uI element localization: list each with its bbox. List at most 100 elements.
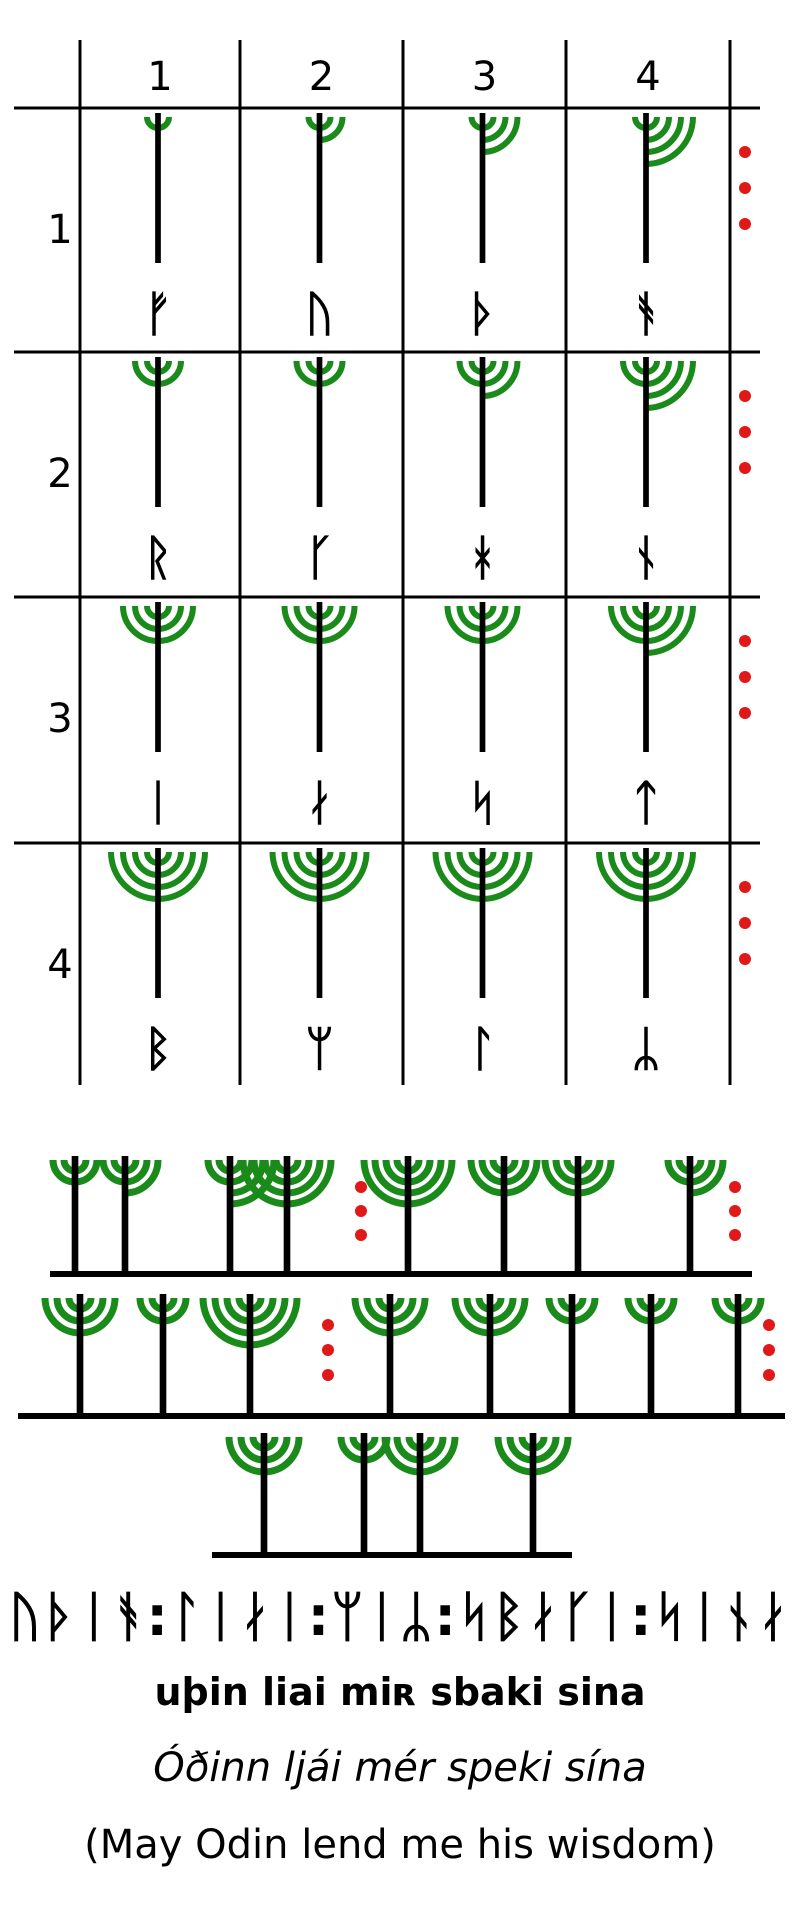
row-header: 2	[47, 451, 72, 497]
tree-sentence-line-1	[53, 1156, 723, 1274]
tree-icon	[111, 848, 205, 998]
rune-glyph: ᚼ	[468, 530, 497, 586]
english-translation-line: (May Odin lend me his wisdom)	[0, 1822, 800, 1868]
red-dot	[739, 635, 751, 647]
tree-icon	[436, 848, 530, 998]
red-dots-icon	[355, 1181, 367, 1241]
tree-sentence-line-2	[45, 1294, 761, 1416]
red-dot	[322, 1319, 334, 1331]
tree-icon	[668, 1156, 723, 1274]
red-dot	[739, 426, 751, 438]
tree-icon	[135, 357, 181, 507]
red-dots-icon	[322, 1319, 334, 1381]
red-dots-icon	[763, 1319, 775, 1381]
tree-icon	[297, 357, 343, 507]
tree-icon	[385, 1433, 455, 1555]
tree-icon	[460, 357, 518, 507]
tree-icon	[635, 113, 693, 263]
rune-glyph: ᚢ	[305, 286, 334, 342]
red-dot	[729, 1205, 741, 1217]
tree-icon	[103, 1156, 158, 1274]
rune-glyph: ᚬ	[632, 286, 661, 342]
rune-glyph: ᛒ	[144, 1021, 173, 1077]
rune-glyph: ᛅ	[305, 775, 334, 831]
rune-glyph: ᛚ	[468, 1021, 497, 1077]
tree-icon	[355, 1294, 425, 1416]
red-dot	[322, 1369, 334, 1381]
tree-icon	[472, 113, 518, 263]
tree-icon	[364, 1156, 452, 1274]
tree-icon	[715, 1294, 761, 1416]
tree-icon	[285, 602, 355, 752]
red-dot	[739, 917, 751, 929]
tree-icon	[53, 1156, 97, 1274]
red-dot	[729, 1181, 741, 1193]
column-header: 2	[309, 54, 334, 100]
rune-glyph: ᛏ	[632, 775, 661, 831]
red-dot	[739, 390, 751, 402]
column-header: 4	[635, 54, 660, 100]
red-dot	[763, 1319, 775, 1331]
red-dot	[355, 1205, 367, 1217]
tree-icon	[229, 1433, 299, 1555]
rune-glyph: ᚴ	[305, 530, 334, 586]
tree-icon	[498, 1433, 568, 1555]
tree-icon	[623, 357, 693, 507]
tree-icon	[545, 1156, 611, 1274]
red-dots-icon	[739, 881, 751, 965]
row-header: 1	[47, 207, 72, 253]
red-dots-icon	[739, 146, 751, 230]
red-dot	[322, 1344, 334, 1356]
rune-glyph: ᛦ	[632, 1021, 661, 1077]
tree-icon	[341, 1433, 387, 1555]
red-dot	[739, 671, 751, 683]
tree-icon	[309, 113, 343, 263]
red-dots-icon	[739, 390, 751, 474]
old-norse-line: Óðinn ljái mér speki sína	[0, 1745, 800, 1791]
column-header: 3	[472, 54, 497, 100]
rune-glyph: ᛁ	[144, 775, 173, 831]
runic-inscription: ᚢᚦᛁᚬ:ᛚᛁᛅᛁ:ᛘᛁᛦ:ᛋᛒᛅᚴᛁ:ᛋᛁᚾᛅ	[0, 1585, 800, 1648]
red-dot	[739, 953, 751, 965]
rune-glyph: ᚱ	[144, 530, 173, 586]
row-header: 4	[47, 942, 72, 988]
transliteration-line: uþin liai miʀ sbaki sina	[0, 1670, 800, 1714]
red-dot	[739, 462, 751, 474]
tree-icon	[455, 1294, 525, 1416]
red-dot	[739, 707, 751, 719]
tree-icon	[140, 1294, 186, 1416]
tree-icon	[273, 848, 367, 998]
tree-icon	[611, 602, 693, 752]
red-dot	[739, 182, 751, 194]
tree-sentence-line-3	[229, 1433, 568, 1555]
tree-icon	[599, 848, 693, 998]
tree-icon	[147, 113, 169, 263]
red-dot	[739, 218, 751, 230]
tree-icon	[45, 1294, 115, 1416]
rune-glyph: ᚦ	[468, 286, 497, 342]
red-dot	[739, 146, 751, 158]
tree-icon	[448, 602, 518, 752]
row-header: 3	[47, 696, 72, 742]
tree-icon	[471, 1156, 537, 1274]
column-header: 1	[147, 54, 172, 100]
tree-icon	[628, 1294, 674, 1416]
rune-grid: 1 2 3 4 1 2 3 4 ᚠ ᚢ ᚦ ᚬ ᚱ ᚴ ᚼ ᚾ ᛁ ᛅ ᛋ ᛏ ᛒ ᛘ ᛚ ᛦ	[14, 40, 760, 1085]
rune-glyph: ᚾ	[632, 530, 661, 586]
rune-glyph: ᛘ	[305, 1021, 334, 1077]
red-dot	[763, 1369, 775, 1381]
tree-icon	[208, 1156, 274, 1274]
red-dots-icon	[729, 1181, 741, 1241]
tree-icon	[123, 602, 193, 752]
red-dot	[355, 1181, 367, 1193]
red-dot	[355, 1229, 367, 1241]
tree-icon	[203, 1294, 297, 1416]
red-dot	[739, 881, 751, 893]
red-dot	[729, 1229, 741, 1241]
red-dot	[763, 1344, 775, 1356]
rune-glyph: ᚠ	[144, 286, 173, 342]
rune-glyph: ᛋ	[468, 775, 497, 831]
red-dots-icon	[739, 635, 751, 719]
tree-icon	[549, 1294, 595, 1416]
tree-icon	[243, 1156, 331, 1274]
